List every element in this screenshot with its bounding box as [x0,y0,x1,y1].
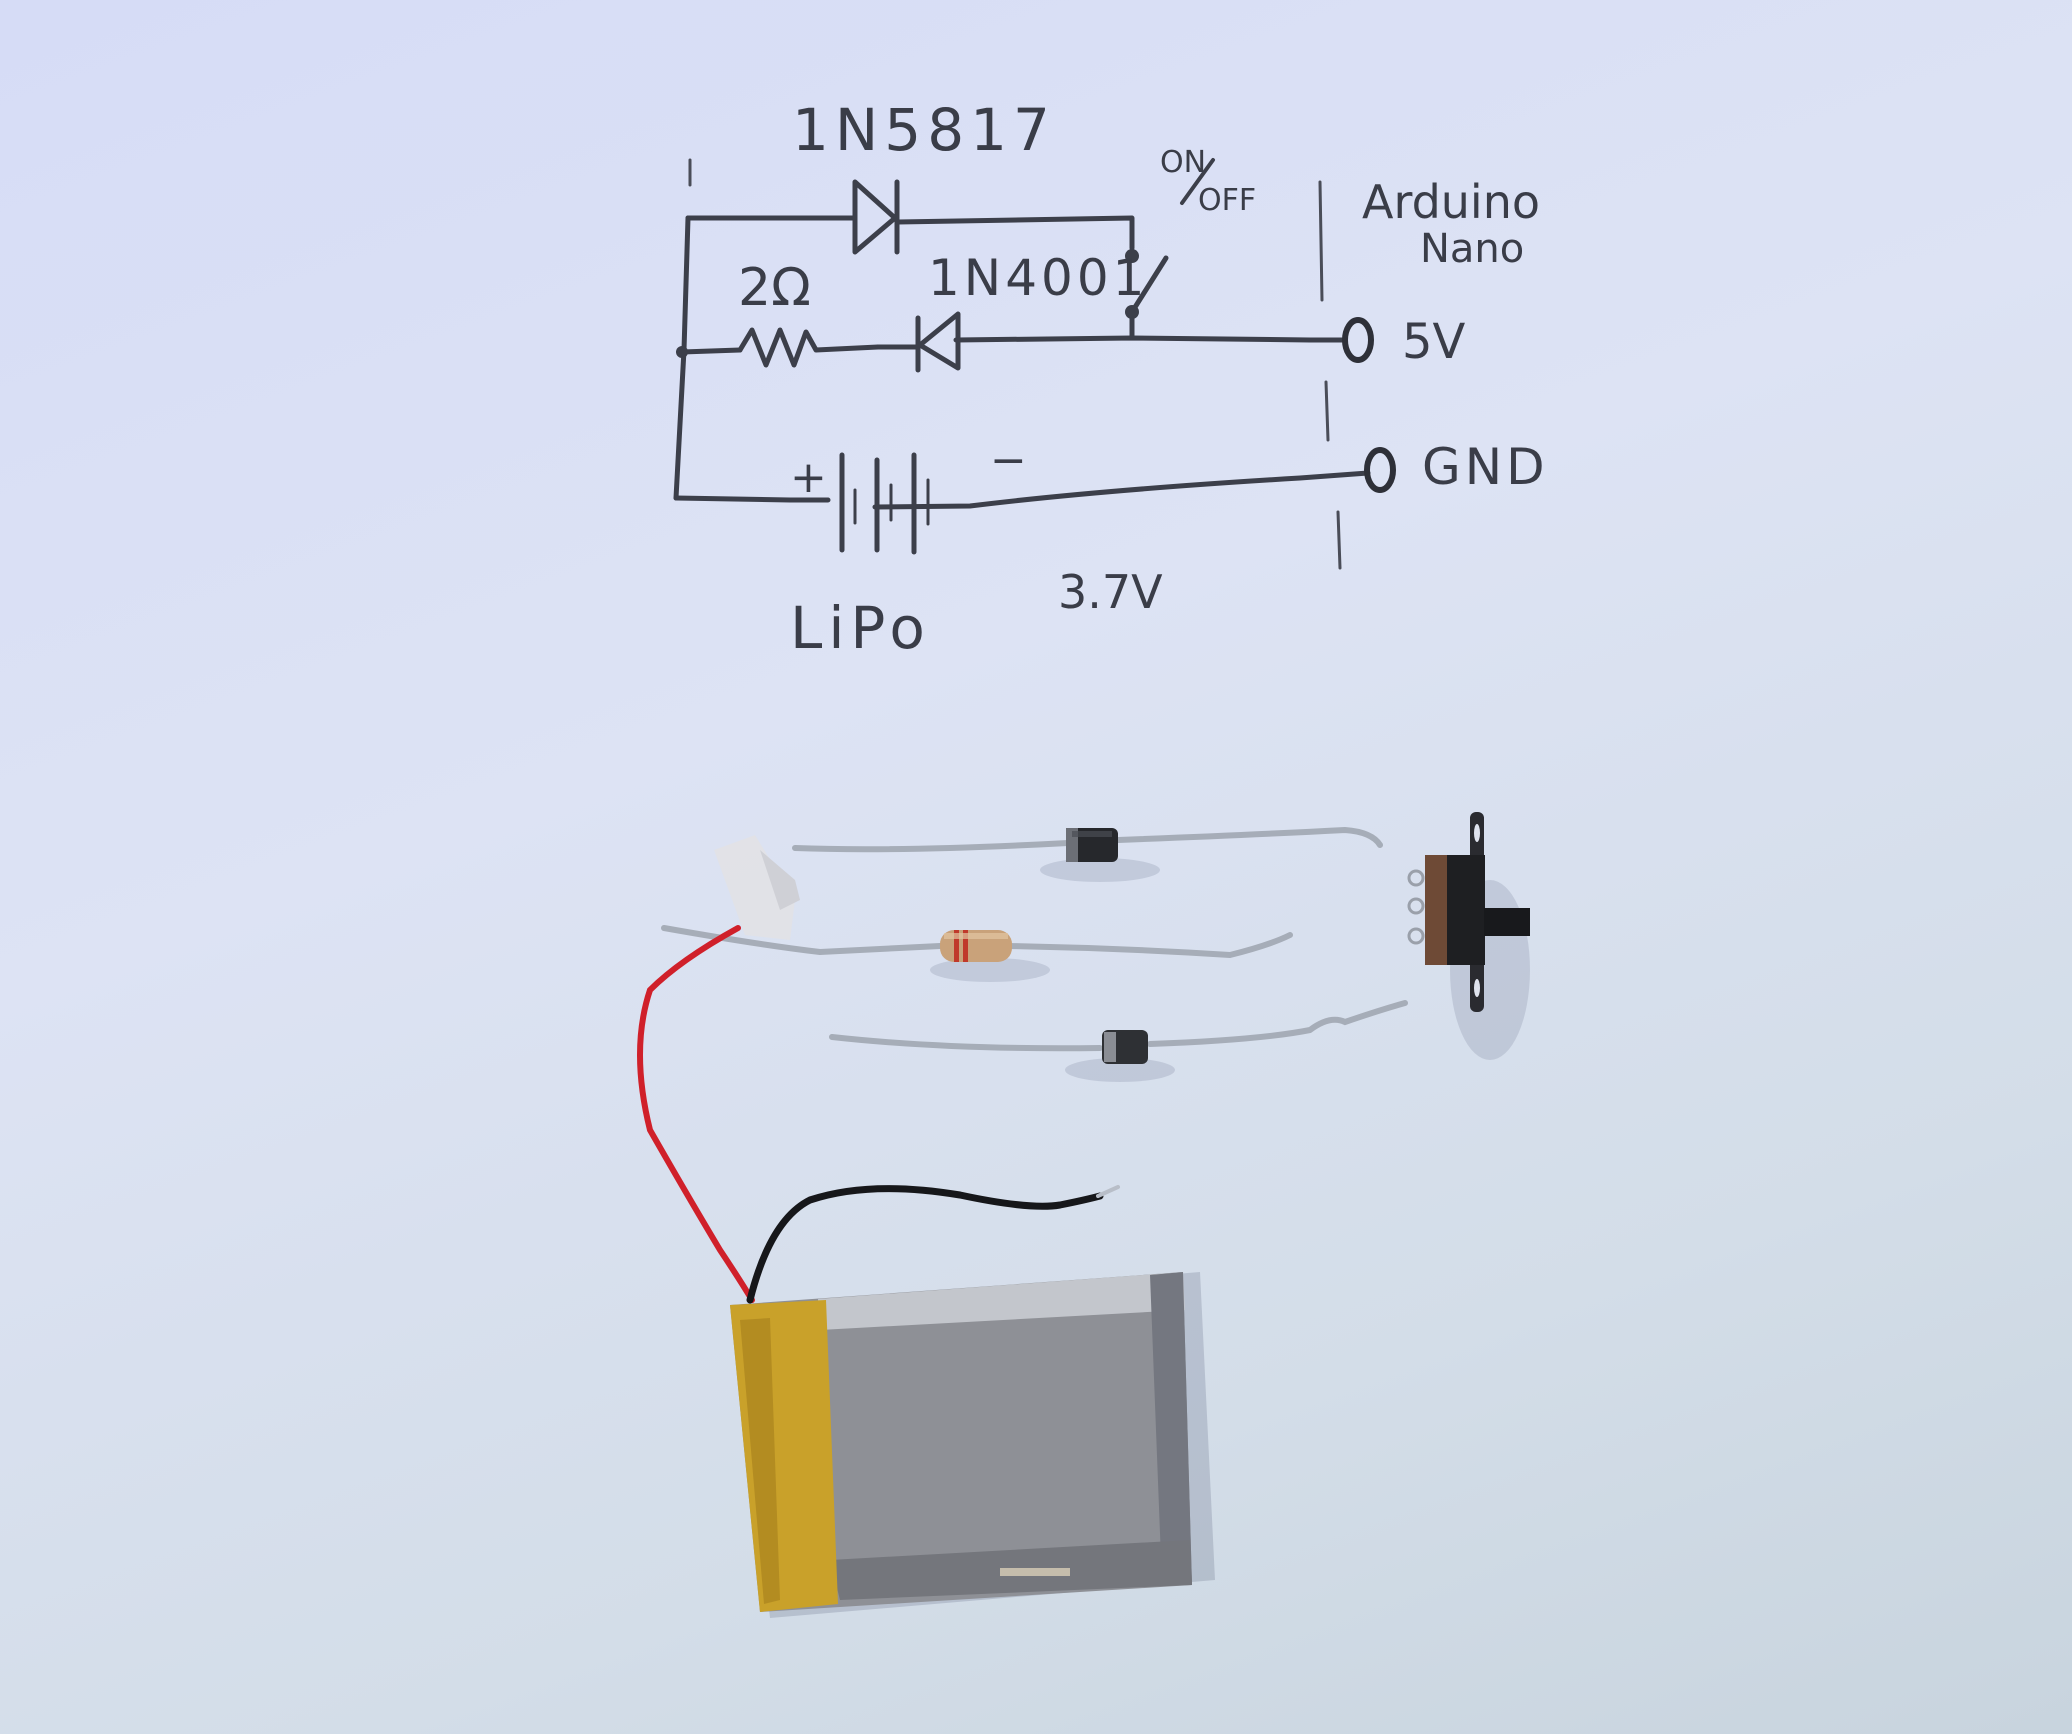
arduino-boundary-bottom [1336,510,1342,570]
pin-gnd-label: GND [1422,438,1549,496]
battery-red-wire [637,925,755,1303]
lipo-battery-part [730,1272,1215,1618]
tape-piece [714,835,800,940]
bottom-branch-wire [673,470,1371,510]
battery-type-label: LiPo [790,594,931,662]
top-branch-wire [685,215,1135,251]
arduino-label-line1: Arduino [1362,175,1540,229]
schottky-diode-part [792,826,1383,882]
battery-plus-label: + [790,452,827,503]
battery-symbol [801,452,930,555]
black-wire-tip [1096,1185,1120,1198]
battery-black-wire [746,1185,1104,1304]
resistor-label: 2Ω [738,258,811,318]
switch-slash [1180,158,1215,205]
schottky-diode-label: 1N5817 [792,96,1056,164]
arduino-boundary-top [1318,180,1324,302]
rectifier-diode-symbol [875,311,961,373]
rectifier-diode-label: 1N4001 [928,249,1148,307]
schottky-diode-symbol [852,179,900,255]
pin-gnd-terminal [1364,447,1396,493]
pin-5v-label: 5V [1402,314,1466,370]
on-off-switch-symbol [1125,249,1169,341]
switch-on-label: ON [1160,145,1206,180]
battery-minus-label: − [990,435,1027,486]
pin-5v-terminal [1342,317,1374,363]
battery-voltage-label: 3.7V [1058,565,1163,619]
arduino-label-line2: Nano [1420,226,1524,272]
middle-branch-wire [676,327,1348,368]
resistor-part [661,925,1293,982]
rectifier-diode-part [829,1000,1408,1082]
slide-switch-part [1407,812,1530,1060]
arduino-boundary-mid [1324,380,1330,442]
switch-off-label: OFF [1198,183,1256,218]
